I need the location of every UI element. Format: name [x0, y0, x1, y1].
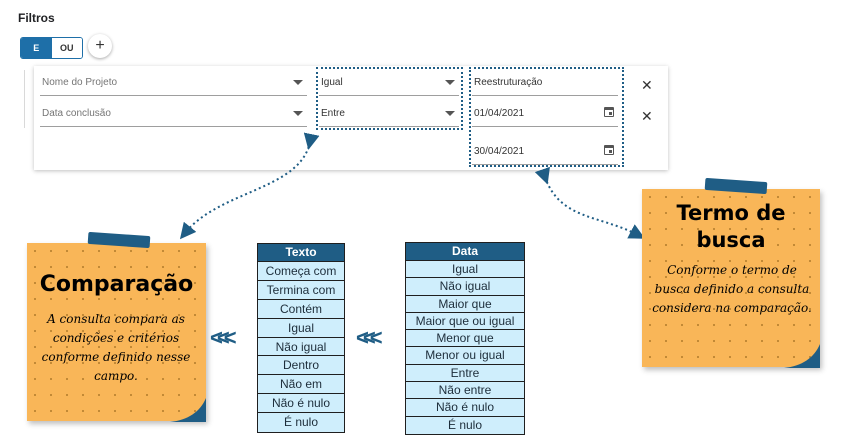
operator-option: É nulo	[283, 415, 319, 429]
and-or-toggle[interactable]: E OU	[20, 37, 83, 59]
field-select-date[interactable]: Data conclusão	[40, 100, 307, 127]
data-table-header: Data	[406, 243, 524, 261]
field-placeholder: Data conclusão	[42, 108, 111, 119]
comparison-note-body: A consulta compara as condições e critér…	[41, 312, 191, 383]
search-term-note-body: Conforme o termo de busca definido a con…	[652, 263, 812, 315]
comparison-note	[27, 243, 206, 421]
operator-highlight-box	[316, 67, 463, 130]
remove-filter-row2-close-icon[interactable]: ✕	[641, 108, 653, 124]
note-fold	[784, 336, 820, 368]
remove-filter-row1-close-icon[interactable]: ✕	[641, 77, 653, 93]
filter-panel	[34, 66, 668, 170]
arrow-to-search-term	[534, 166, 646, 239]
arrow-to-comparison	[179, 132, 320, 240]
arrows-left-icon-2: <<<	[356, 325, 382, 350]
operator-option: É nulo	[447, 417, 483, 432]
operator-option: Igual	[258, 319, 344, 338]
chevron-down-icon	[293, 111, 303, 116]
operator-value: Entre	[321, 108, 345, 119]
title-line-2: busca	[696, 228, 766, 252]
operator-option: Não igual	[406, 278, 524, 296]
note-fold	[170, 390, 206, 422]
date-end-input[interactable]: 30/04/2021	[472, 138, 618, 165]
filters-title: Filtros	[18, 11, 55, 25]
operator-select-row1[interactable]: Igual	[319, 69, 459, 96]
calendar-icon[interactable]	[604, 145, 614, 155]
operator-option: Não igual	[258, 338, 344, 357]
operator-option: Contém	[258, 300, 344, 319]
operator-option: Não é nulo	[406, 399, 524, 417]
search-term-note	[642, 189, 820, 367]
operator-option: Entre	[406, 365, 524, 383]
chevron-down-icon	[293, 80, 303, 85]
operator-option: Não em	[258, 375, 344, 395]
field-placeholder: Nome do Projeto	[42, 77, 118, 88]
value-text: Reestruturação	[474, 77, 543, 88]
calendar-icon[interactable]	[604, 107, 614, 117]
operator-option: Menor ou igual	[406, 347, 524, 365]
operator-option: Não é nulo	[258, 394, 344, 413]
search-term-note-title: Termo de busca	[642, 200, 820, 254]
toggle-and-button[interactable]: E	[21, 38, 52, 58]
operator-option: Maior que	[406, 296, 524, 313]
row-divider	[24, 70, 25, 128]
comparison-note-title: Comparação	[39, 272, 194, 297]
operator-option: Dentro	[258, 356, 344, 376]
operator-option: Termina com	[258, 281, 344, 300]
arrows-left-icon-1: <<<	[210, 325, 236, 350]
operator-value: Igual	[321, 77, 343, 88]
value-input-row1[interactable]: Reestruturação	[472, 69, 618, 96]
operator-option: Maior que ou igual	[406, 313, 524, 331]
value-text: 01/04/2021	[474, 108, 525, 119]
date-start-input[interactable]: 01/04/2021	[472, 100, 618, 127]
value-text: 30/04/2021	[474, 146, 525, 157]
operator-option: Igual	[406, 261, 524, 279]
title-line-1: Termo de	[676, 201, 786, 225]
chevron-down-icon	[445, 111, 455, 116]
chevron-down-icon	[445, 80, 455, 85]
field-select-project[interactable]: Nome do Projeto	[40, 69, 307, 96]
operator-option: Menor que	[406, 330, 524, 348]
value-highlight-box	[469, 67, 624, 167]
add-filter-button[interactable]: +	[88, 34, 112, 58]
operator-option: Não entre	[406, 382, 524, 400]
texto-table-header: Texto	[258, 244, 344, 262]
operator-option: Começa com	[258, 262, 344, 281]
toggle-or-button[interactable]: OU	[51, 38, 82, 58]
operator-select-row2[interactable]: Entre	[319, 100, 459, 127]
